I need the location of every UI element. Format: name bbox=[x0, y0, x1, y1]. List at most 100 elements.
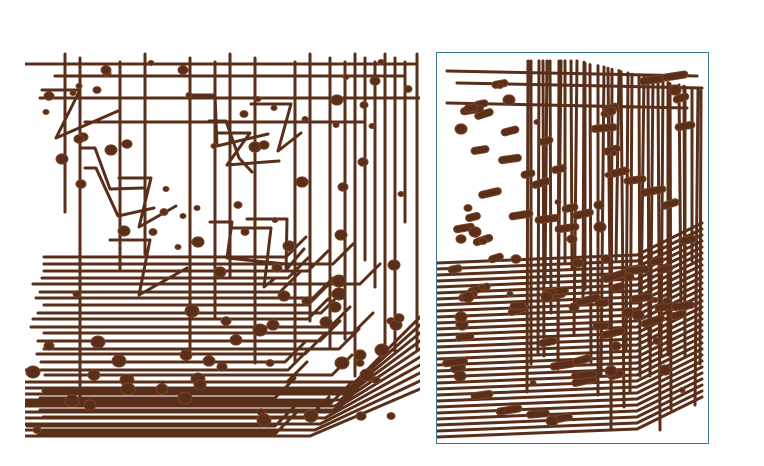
component-pin bbox=[478, 187, 502, 199]
bus-trace bbox=[25, 348, 310, 372]
via-pad bbox=[496, 82, 504, 90]
via-pad bbox=[374, 343, 390, 357]
via-pad bbox=[301, 115, 309, 123]
via-pad bbox=[371, 376, 381, 384]
via-pad bbox=[147, 59, 155, 67]
bus-trace bbox=[437, 257, 704, 301]
component-pin bbox=[455, 332, 475, 342]
via-pad bbox=[331, 274, 347, 288]
route-trace bbox=[249, 102, 303, 153]
bus-trace bbox=[437, 275, 704, 319]
via-pad bbox=[42, 108, 50, 116]
component-pin bbox=[509, 301, 527, 311]
component-pin bbox=[624, 265, 650, 275]
via-pad bbox=[159, 208, 169, 216]
bus-trace bbox=[437, 323, 704, 367]
via-pad bbox=[270, 104, 278, 112]
component-pin bbox=[592, 321, 610, 331]
via-pad bbox=[233, 201, 243, 209]
bus-trace bbox=[437, 269, 704, 313]
via-pad bbox=[368, 122, 376, 130]
via-pad bbox=[179, 212, 187, 220]
via-pad bbox=[72, 290, 82, 298]
via-pad bbox=[328, 301, 342, 313]
bus-trace bbox=[437, 341, 704, 385]
via-pad bbox=[334, 356, 350, 370]
bus-trace bbox=[437, 311, 704, 355]
component-pin bbox=[526, 409, 550, 419]
via-pad bbox=[100, 65, 112, 75]
bus-trace bbox=[437, 353, 704, 397]
bus-trace bbox=[437, 395, 704, 439]
via-pad bbox=[662, 297, 672, 305]
horizontal-trace bbox=[445, 69, 699, 78]
component-pin bbox=[534, 213, 560, 225]
via-pad bbox=[258, 140, 270, 150]
via-pad bbox=[403, 85, 413, 93]
circuit-trace-svg-left bbox=[25, 52, 420, 438]
via-pad bbox=[69, 89, 77, 97]
via-pad bbox=[357, 157, 369, 167]
via-pad bbox=[468, 226, 482, 238]
via-pad bbox=[229, 334, 243, 346]
via-pad bbox=[75, 179, 87, 189]
via-pad bbox=[184, 304, 200, 318]
via-pad bbox=[600, 254, 612, 264]
via-pad bbox=[252, 323, 268, 337]
component-pin bbox=[610, 282, 626, 292]
via-pad bbox=[155, 383, 169, 395]
via-pad bbox=[162, 185, 170, 193]
bus-trace bbox=[437, 287, 704, 331]
via-pad bbox=[593, 221, 607, 233]
bus-trace bbox=[437, 245, 704, 289]
via-pad bbox=[117, 225, 131, 237]
via-pad bbox=[330, 94, 344, 106]
via-pad bbox=[455, 234, 467, 244]
component-pin bbox=[470, 145, 490, 155]
via-pad bbox=[386, 412, 396, 420]
component-pin bbox=[488, 252, 504, 264]
vertical-trace bbox=[646, 76, 651, 348]
via-pad bbox=[104, 144, 118, 156]
via-pad bbox=[604, 365, 618, 377]
via-pad bbox=[342, 73, 350, 81]
via-pad bbox=[148, 228, 158, 236]
component-pin bbox=[674, 120, 696, 132]
via-pad bbox=[610, 341, 622, 351]
bus-trace bbox=[437, 329, 704, 373]
component-pin bbox=[630, 293, 654, 303]
bus-trace bbox=[437, 347, 704, 391]
via-pad bbox=[92, 86, 102, 94]
via-pad bbox=[177, 65, 189, 75]
via-pad bbox=[240, 228, 250, 236]
via-pad bbox=[568, 302, 580, 312]
bus-trace bbox=[437, 389, 704, 433]
route-trace bbox=[78, 146, 145, 191]
via-pad bbox=[277, 290, 291, 302]
component-pin bbox=[572, 354, 592, 366]
component-pin bbox=[554, 222, 580, 234]
via-pad bbox=[610, 149, 618, 157]
component-pin bbox=[442, 356, 468, 368]
diagonal-trace bbox=[25, 379, 420, 432]
via-pad bbox=[75, 82, 83, 90]
via-pad bbox=[90, 335, 106, 349]
via-pad bbox=[533, 118, 541, 126]
bus-trace bbox=[32, 360, 309, 384]
via-pad bbox=[478, 283, 486, 291]
component-pin bbox=[672, 92, 690, 104]
via-pad bbox=[43, 91, 55, 101]
via-pad bbox=[510, 254, 522, 264]
via-pad bbox=[174, 243, 182, 251]
component-pin bbox=[495, 404, 523, 416]
component-pin bbox=[520, 169, 536, 179]
component-pin bbox=[590, 123, 618, 133]
component-pin bbox=[551, 164, 567, 174]
via-pad bbox=[454, 311, 468, 323]
diagonal-trace bbox=[25, 347, 420, 408]
via-pad bbox=[566, 234, 578, 244]
component-pin bbox=[571, 370, 597, 380]
bus-trace bbox=[437, 221, 704, 265]
via-pad bbox=[213, 266, 227, 278]
